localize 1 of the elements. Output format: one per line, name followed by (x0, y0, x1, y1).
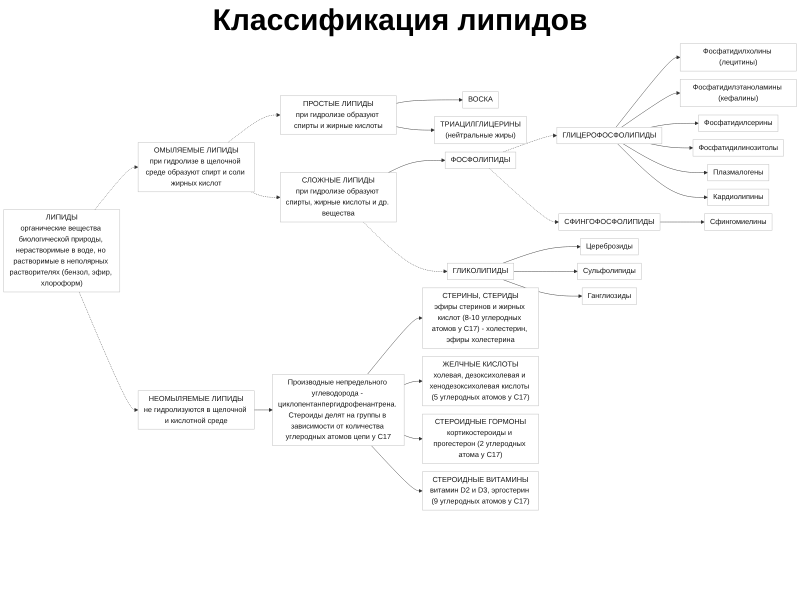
diagram-title: Классификация липидов (212, 4, 588, 38)
